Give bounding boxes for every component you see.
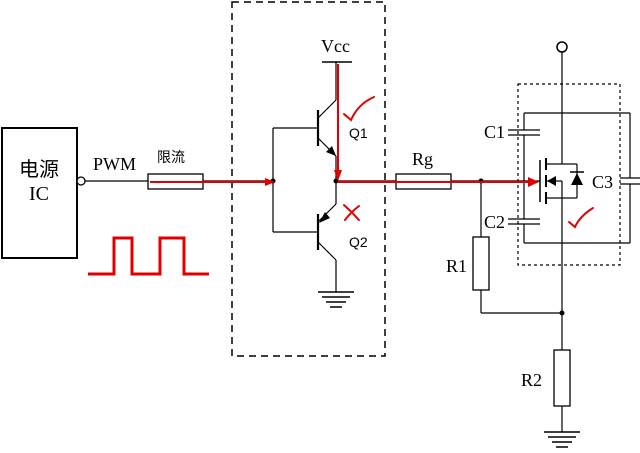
r2-label: R2: [521, 370, 542, 390]
rg-label: Rg: [412, 149, 433, 169]
q2-transistor: [316, 203, 337, 261]
c2-capacitor: [508, 218, 540, 225]
c1-label: C1: [484, 122, 505, 142]
mosfet-check-mark: [568, 207, 594, 229]
signal-path-highlight: [150, 64, 539, 187]
mosfet-capacitance-box: [517, 83, 621, 266]
c3-capacitor: [620, 177, 640, 185]
power-ic-block: [1, 127, 78, 259]
power-ic-label-line1: 电源: [19, 158, 59, 181]
ground-symbol-source: [544, 431, 580, 448]
q2-cross-mark: [343, 204, 360, 221]
mosfet: [539, 158, 584, 204]
c3-label: C3: [592, 172, 613, 192]
r1-resistor: [472, 236, 490, 291]
current-limit-label: 限流: [157, 149, 185, 165]
c2-label: C2: [484, 212, 505, 232]
q1-check-mark: [343, 96, 375, 122]
pwm-label: PWM: [93, 154, 136, 174]
q1-label: Q1: [349, 125, 368, 141]
pwm-output-pin: [76, 176, 86, 186]
c1-capacitor: [508, 129, 540, 136]
r1-label: R1: [446, 256, 467, 276]
drain-terminal: [556, 41, 568, 53]
q2-label: Q2: [349, 234, 368, 250]
q1-transistor: [316, 99, 337, 157]
power-ic-label-line2: IC: [29, 183, 49, 205]
pwm-waveform: [88, 236, 209, 276]
r2-resistor: [553, 349, 571, 407]
driver-stage-box: [231, 1, 386, 357]
vcc-label: Vcc: [321, 36, 350, 56]
ground-symbol-driver: [318, 291, 354, 308]
